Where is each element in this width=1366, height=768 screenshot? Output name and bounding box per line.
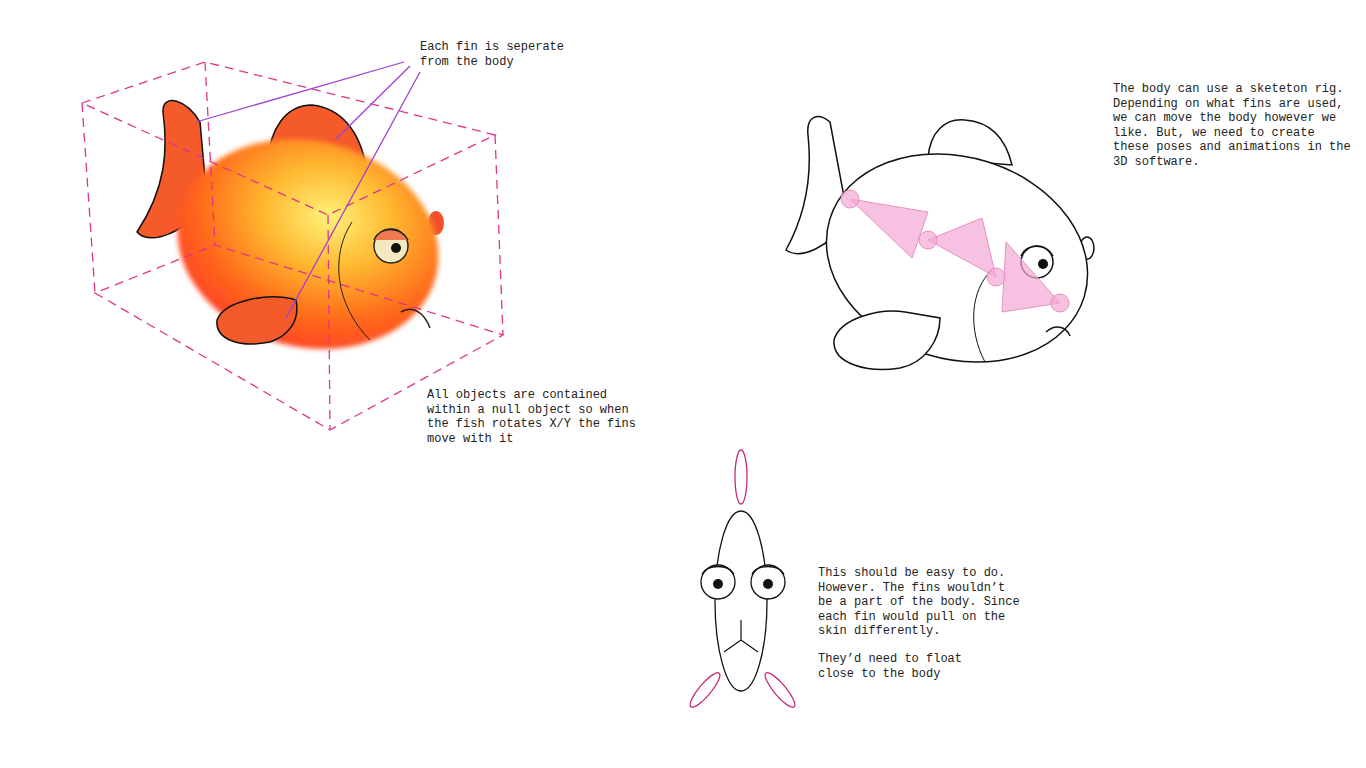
mouth bbox=[1046, 327, 1070, 336]
skeleton-rig bbox=[841, 190, 1069, 312]
fish-body bbox=[715, 511, 767, 691]
eye bbox=[374, 229, 408, 263]
fish-body bbox=[800, 123, 1113, 394]
goldfish bbox=[137, 101, 461, 376]
side-fin bbox=[686, 669, 723, 710]
pupil bbox=[713, 579, 723, 589]
eyelid bbox=[374, 230, 408, 241]
rig-fish bbox=[786, 117, 1114, 394]
note-text: The body can use a sketeton rig. Dependi… bbox=[1113, 82, 1351, 169]
side-fin bbox=[761, 669, 798, 710]
note-text: Each fin is seperate from the body bbox=[420, 40, 571, 69]
mouth bbox=[401, 309, 430, 328]
eyelid bbox=[1021, 246, 1053, 256]
note-text: All objects are contained within a null … bbox=[427, 388, 643, 446]
mouth bbox=[724, 620, 758, 652]
gill-line bbox=[974, 270, 992, 362]
gill-line bbox=[339, 222, 370, 340]
bottom-fin bbox=[217, 297, 297, 344]
leader-lines bbox=[196, 62, 420, 318]
null-object-box bbox=[82, 62, 503, 430]
pupil bbox=[391, 243, 401, 253]
top-fin bbox=[735, 450, 747, 504]
pupil bbox=[763, 579, 773, 589]
eyelids bbox=[702, 567, 784, 575]
note-text: They’d need to float close to the body bbox=[818, 652, 969, 681]
fish-body bbox=[155, 112, 461, 376]
bottom-fin bbox=[834, 311, 940, 369]
front-fish bbox=[686, 450, 798, 711]
note-text: This should be easy to do. However. The … bbox=[818, 566, 1023, 639]
pupil bbox=[1038, 259, 1048, 269]
